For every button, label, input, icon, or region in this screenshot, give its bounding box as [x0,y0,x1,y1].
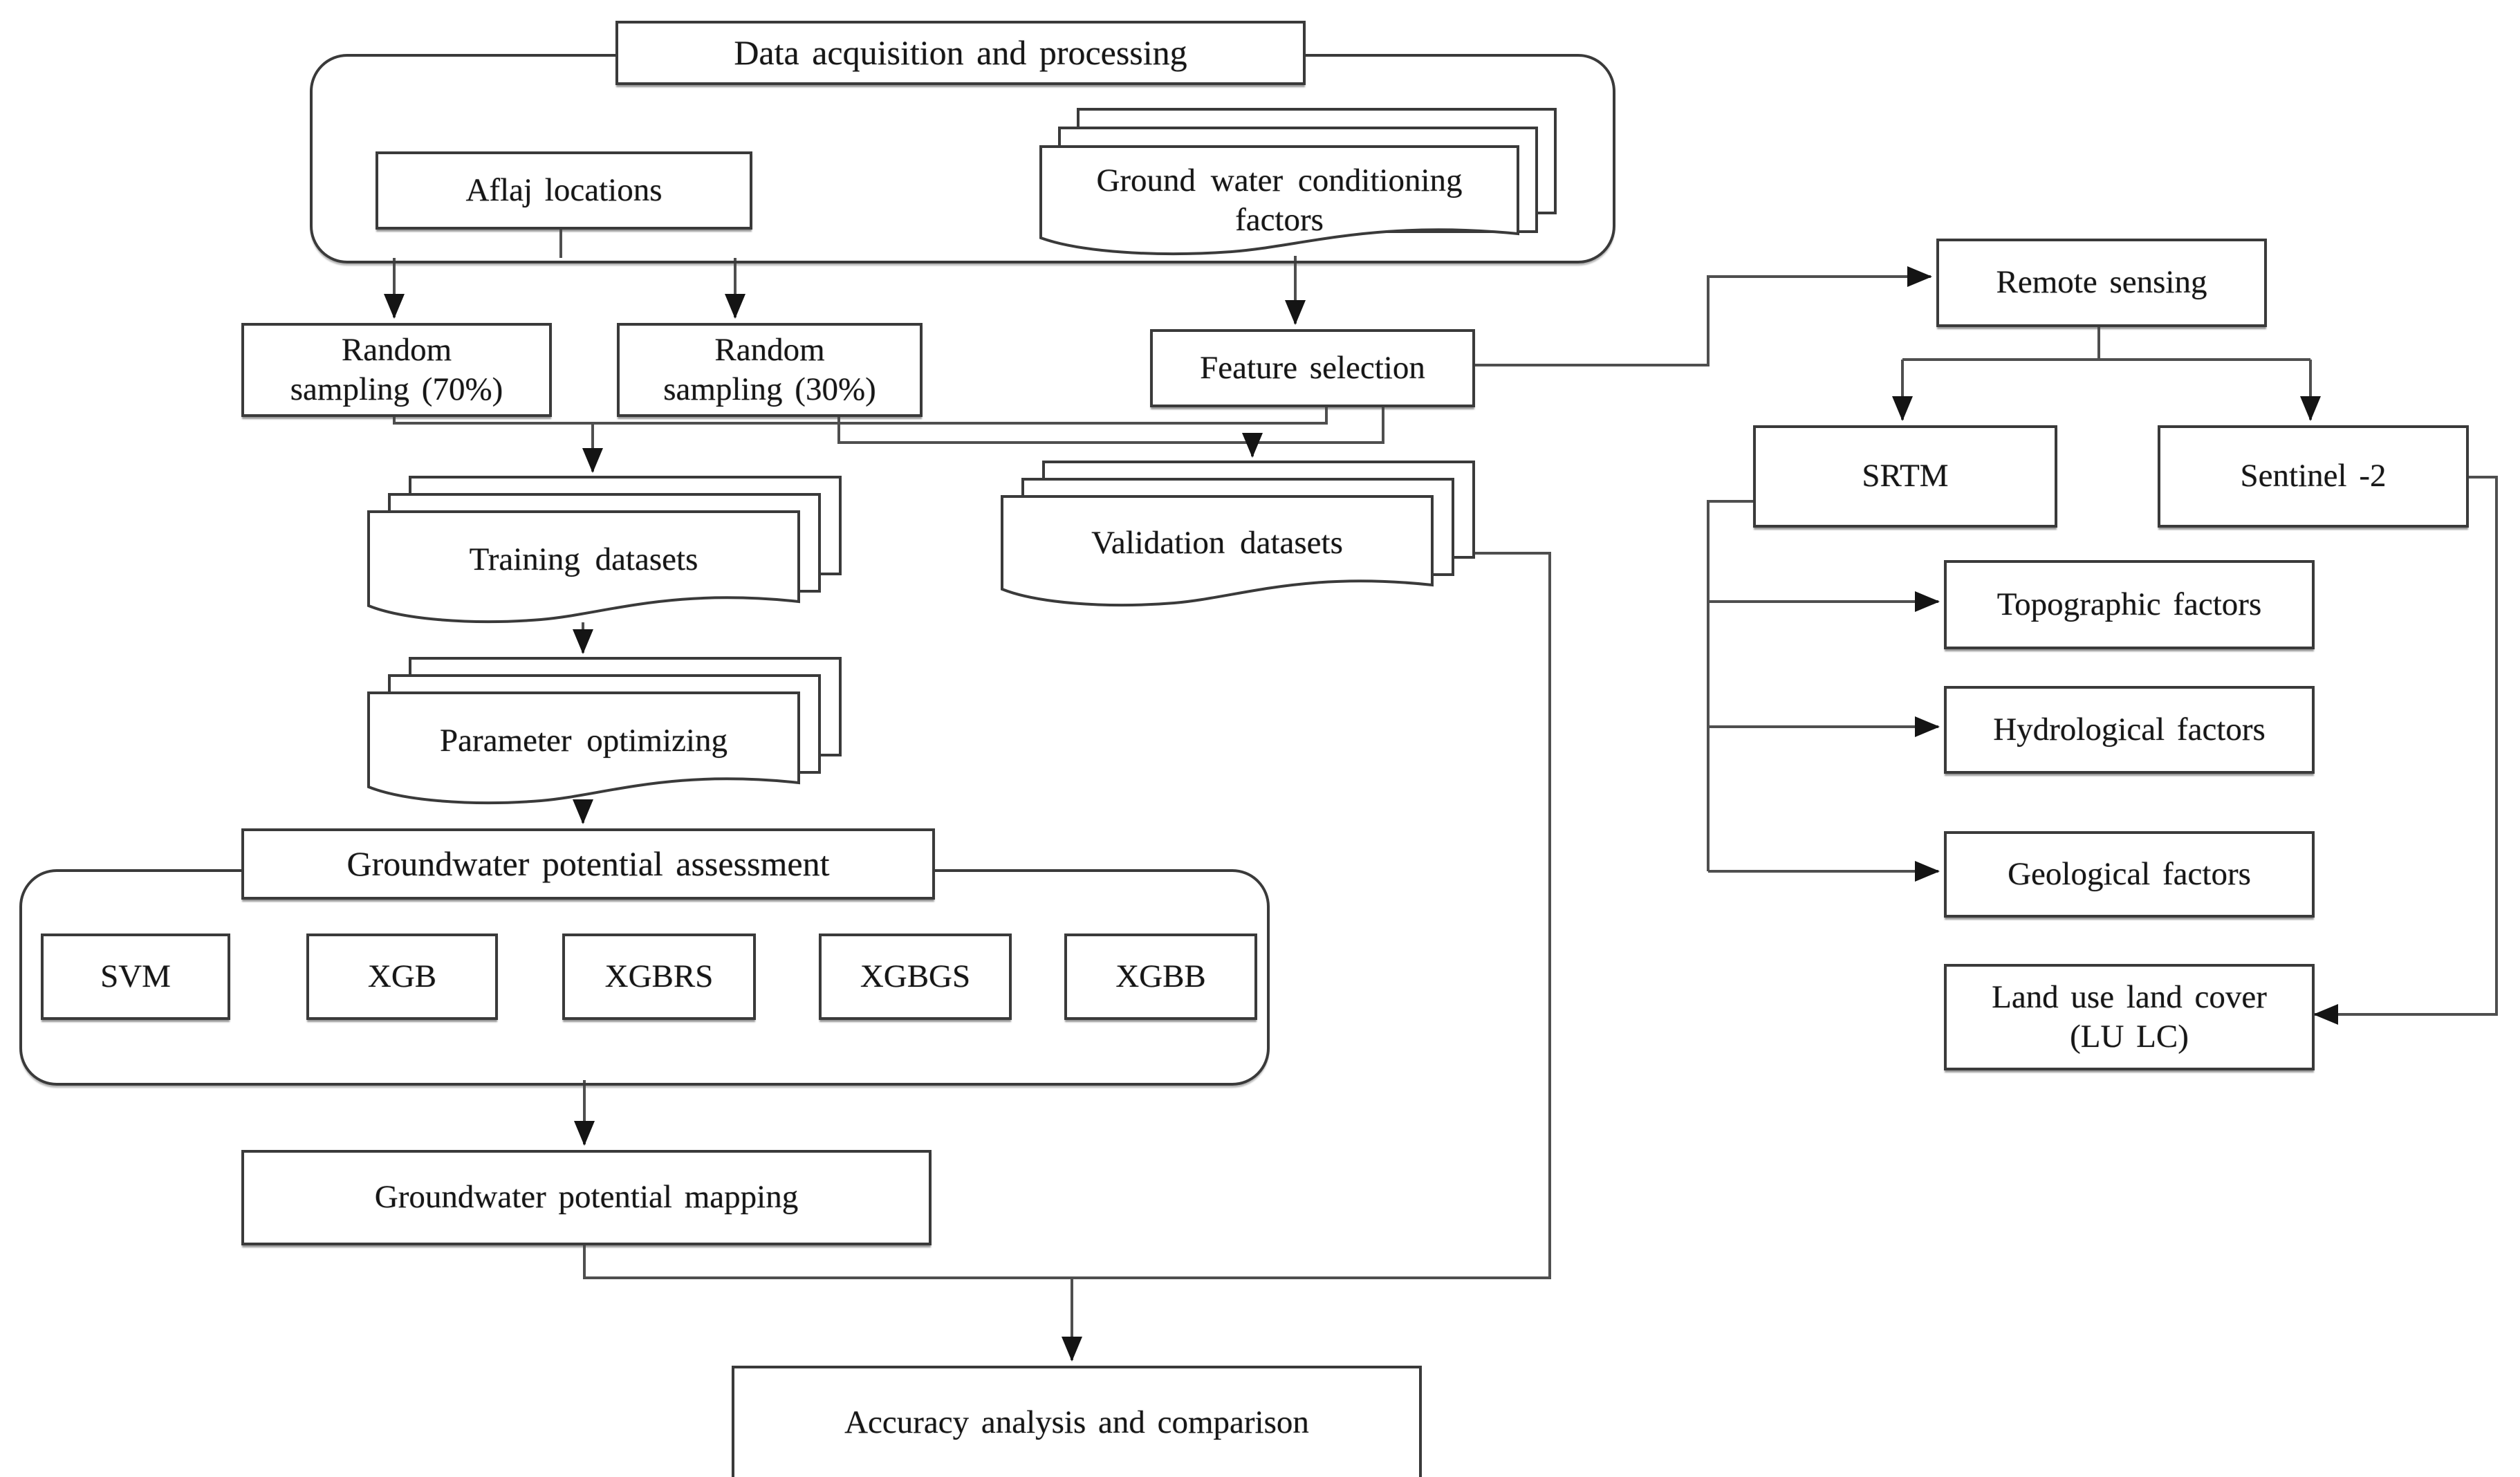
random-sampling-30-box: Random sampling (30%) [617,323,923,417]
validation-datasets-label: Validation datasets [1091,525,1343,561]
parameter-optimizing-label: Parameter optimizing [440,722,728,759]
training-doc-stack [367,476,842,624]
remote-sensing-box: Remote sensing [1936,239,2267,327]
training-datasets-label: Training datasets [469,541,698,577]
groundwater-mapping-box: Groundwater potential mapping [241,1150,932,1245]
geological-factors-box: Geological factors [1944,831,2315,918]
model-xgbb-box: XGBB [1064,933,1257,1020]
bus-random30-feature [837,402,1384,444]
random-sampling-70-box: Random sampling (70%) [241,323,552,417]
bus-random70-feature [393,402,1328,425]
feature-selection-box: Feature selection [1150,329,1475,407]
parameter-doc-stack [367,657,842,805]
topographic-factors-box: Topographic factors [1944,560,2315,649]
validation-doc-stack [1001,461,1475,607]
line-srtm-trunk [1707,500,1753,871]
model-xgb-box: XGB [306,933,498,1020]
data-acquisition-title: Data acquisition and processing [615,21,1306,85]
srtm-box: SRTM [1753,425,2057,528]
lulc-box: Land use land cover (LU LC) [1944,964,2315,1070]
arrow-feature-to-remote [1470,266,1932,366]
accuracy-analysis-box: Accuracy analysis and comparison [732,1366,1422,1477]
line-remote-split [1902,322,2310,361]
line-mapping-validation-join [583,552,1551,1279]
model-svm-box: SVM [41,933,230,1020]
aflaj-locations-box: Aflaj locations [376,151,752,230]
model-xgbrs-box: XGBRS [562,933,756,1020]
hydrological-factors-box: Hydrological factors [1944,686,2315,774]
gwcf-label: Ground water conditioning factors [1096,162,1463,238]
sentinel-2-box: Sentinel -2 [2158,425,2469,528]
groundwater-assessment-title: Groundwater potential assessment [241,828,935,900]
gwcf-doc-stack [1039,108,1557,256]
model-xgbgs-box: XGBGS [819,933,1012,1020]
arrow-sentinel-to-lulc [2313,476,2498,1025]
